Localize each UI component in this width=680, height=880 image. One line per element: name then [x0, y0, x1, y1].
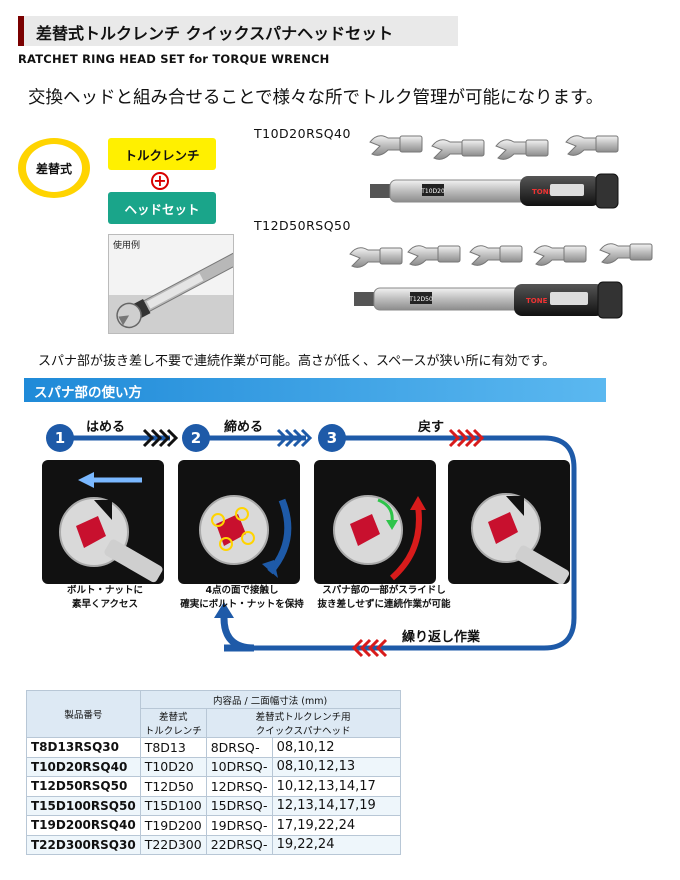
product-model-label: T10D20RSQ40 — [254, 126, 351, 141]
step-number: 3 — [318, 424, 346, 452]
usage-example-label: 使用例 — [113, 241, 141, 251]
table-row: T15D100RSQ50 T15D100 15DRSQ- 12,13,14,17… — [26, 795, 401, 816]
plus-icon: + — [151, 172, 169, 190]
usage-example-photo: 使用例 — [108, 234, 234, 334]
step-number: 1 — [46, 424, 74, 452]
spanner-engage-illustration — [59, 472, 163, 583]
step-photo — [42, 460, 164, 584]
spanner-heads — [369, 135, 619, 160]
usage-wrench-illustration — [109, 251, 233, 333]
usage-steps-diagram: 1 はめる 2 締める 3 戻す — [24, 404, 606, 674]
chevrons-blue — [276, 428, 313, 448]
replaceable-badge: 差替式 — [18, 138, 90, 198]
section-title: スパナ部の使い方 — [34, 385, 142, 401]
spanner-caption: スパナ部が抜き差し不要で連続作業が可能。高さが低く、スペースが狭い所に有効です。 — [38, 354, 556, 369]
chevrons-return — [351, 638, 388, 658]
section-header: スパナ部の使い方 — [24, 378, 606, 402]
step-note: ボルト・ナットに 素早くアクセス — [66, 585, 143, 610]
spanner-heads — [349, 243, 653, 268]
head-set-pill: ヘッドセット — [108, 192, 216, 224]
step-note: スパナ部の一部がスライドし 抜き差しせずに連続作業が可能 — [317, 585, 451, 610]
spanner-tighten-illustration — [199, 495, 292, 578]
wrench-tag: T10D20 — [420, 188, 445, 195]
step-number: 2 — [182, 424, 210, 452]
product-set-photo: T10D20 TONE — [369, 135, 619, 209]
torque-wrench-body: T10D20 TONE — [370, 173, 619, 209]
col-header-model: 製品番号 — [26, 690, 141, 738]
replaceable-badge-label: 差替式 — [26, 144, 82, 192]
col-header-contents: 内容品 / 二面幅寸法 (mm) — [139, 690, 401, 709]
product-model-label: T12D50RSQ50 — [254, 218, 351, 233]
title-bar: 差替式トルクレンチ クイックスパナヘッドセット — [18, 16, 458, 46]
step-photo — [314, 460, 436, 584]
cycle-track — [60, 428, 577, 658]
product-set-photo: T12D50 TONE — [349, 243, 653, 319]
spec-table: 製品番号 内容品 / 二面幅寸法 (mm) 差替式トルクレンチ 差替式トルクレン… — [26, 690, 401, 855]
spanner-repeat-illustration — [471, 493, 570, 584]
table-row: T10D20RSQ40 T10D20 10DRSQ- 08,10,12,13 — [26, 756, 401, 777]
step-label: 締める — [224, 420, 264, 435]
table-row: T8D13RSQ30 T8D13 8DRSQ- 08,10,12 — [26, 737, 401, 758]
table-row: T19D200RSQ40 T19D200 19DRSQ- 17,19,22,24 — [26, 815, 401, 836]
step-photo — [178, 460, 300, 584]
wrench-tag: T12D50 — [408, 296, 433, 303]
step-label: 戻す — [418, 420, 445, 435]
repeat-label: 繰り返し作業 — [402, 630, 481, 645]
page-subtitle: RATCHET RING HEAD SET for TORQUE WRENCH — [18, 52, 330, 66]
col-header-head: 差替式トルクレンチ用クイックスパナヘッド — [205, 708, 401, 738]
torque-wrench-pill: トルクレンチ — [108, 138, 216, 170]
page-title: 差替式トルクレンチ クイックスパナヘッドセット — [36, 24, 394, 43]
torque-wrench-body: T12D50 TONE — [354, 281, 623, 319]
brand-logo: TONE — [526, 297, 548, 305]
spanner-return-illustration — [333, 495, 426, 581]
step-photo — [448, 460, 570, 584]
brand-logo: TONE — [532, 188, 554, 196]
headline: 交換ヘッドと組み合せることで様々な所でトルク管理が可能になります。 — [28, 88, 604, 108]
chevrons-dark — [142, 428, 179, 448]
col-header-wrench: 差替式トルクレンチ — [139, 708, 207, 738]
chevrons-red — [448, 428, 485, 448]
step-note: 4点の面で接触し 確実にボルト・ナットを保持 — [180, 585, 304, 610]
table-row: T12D50RSQ50 T12D50 12DRSQ- 10,12,13,14,1… — [26, 776, 401, 797]
step-label: はめる — [86, 420, 126, 435]
table-row: T22D300RSQ30 T22D300 22DRSQ- 19,22,24 — [26, 834, 401, 855]
